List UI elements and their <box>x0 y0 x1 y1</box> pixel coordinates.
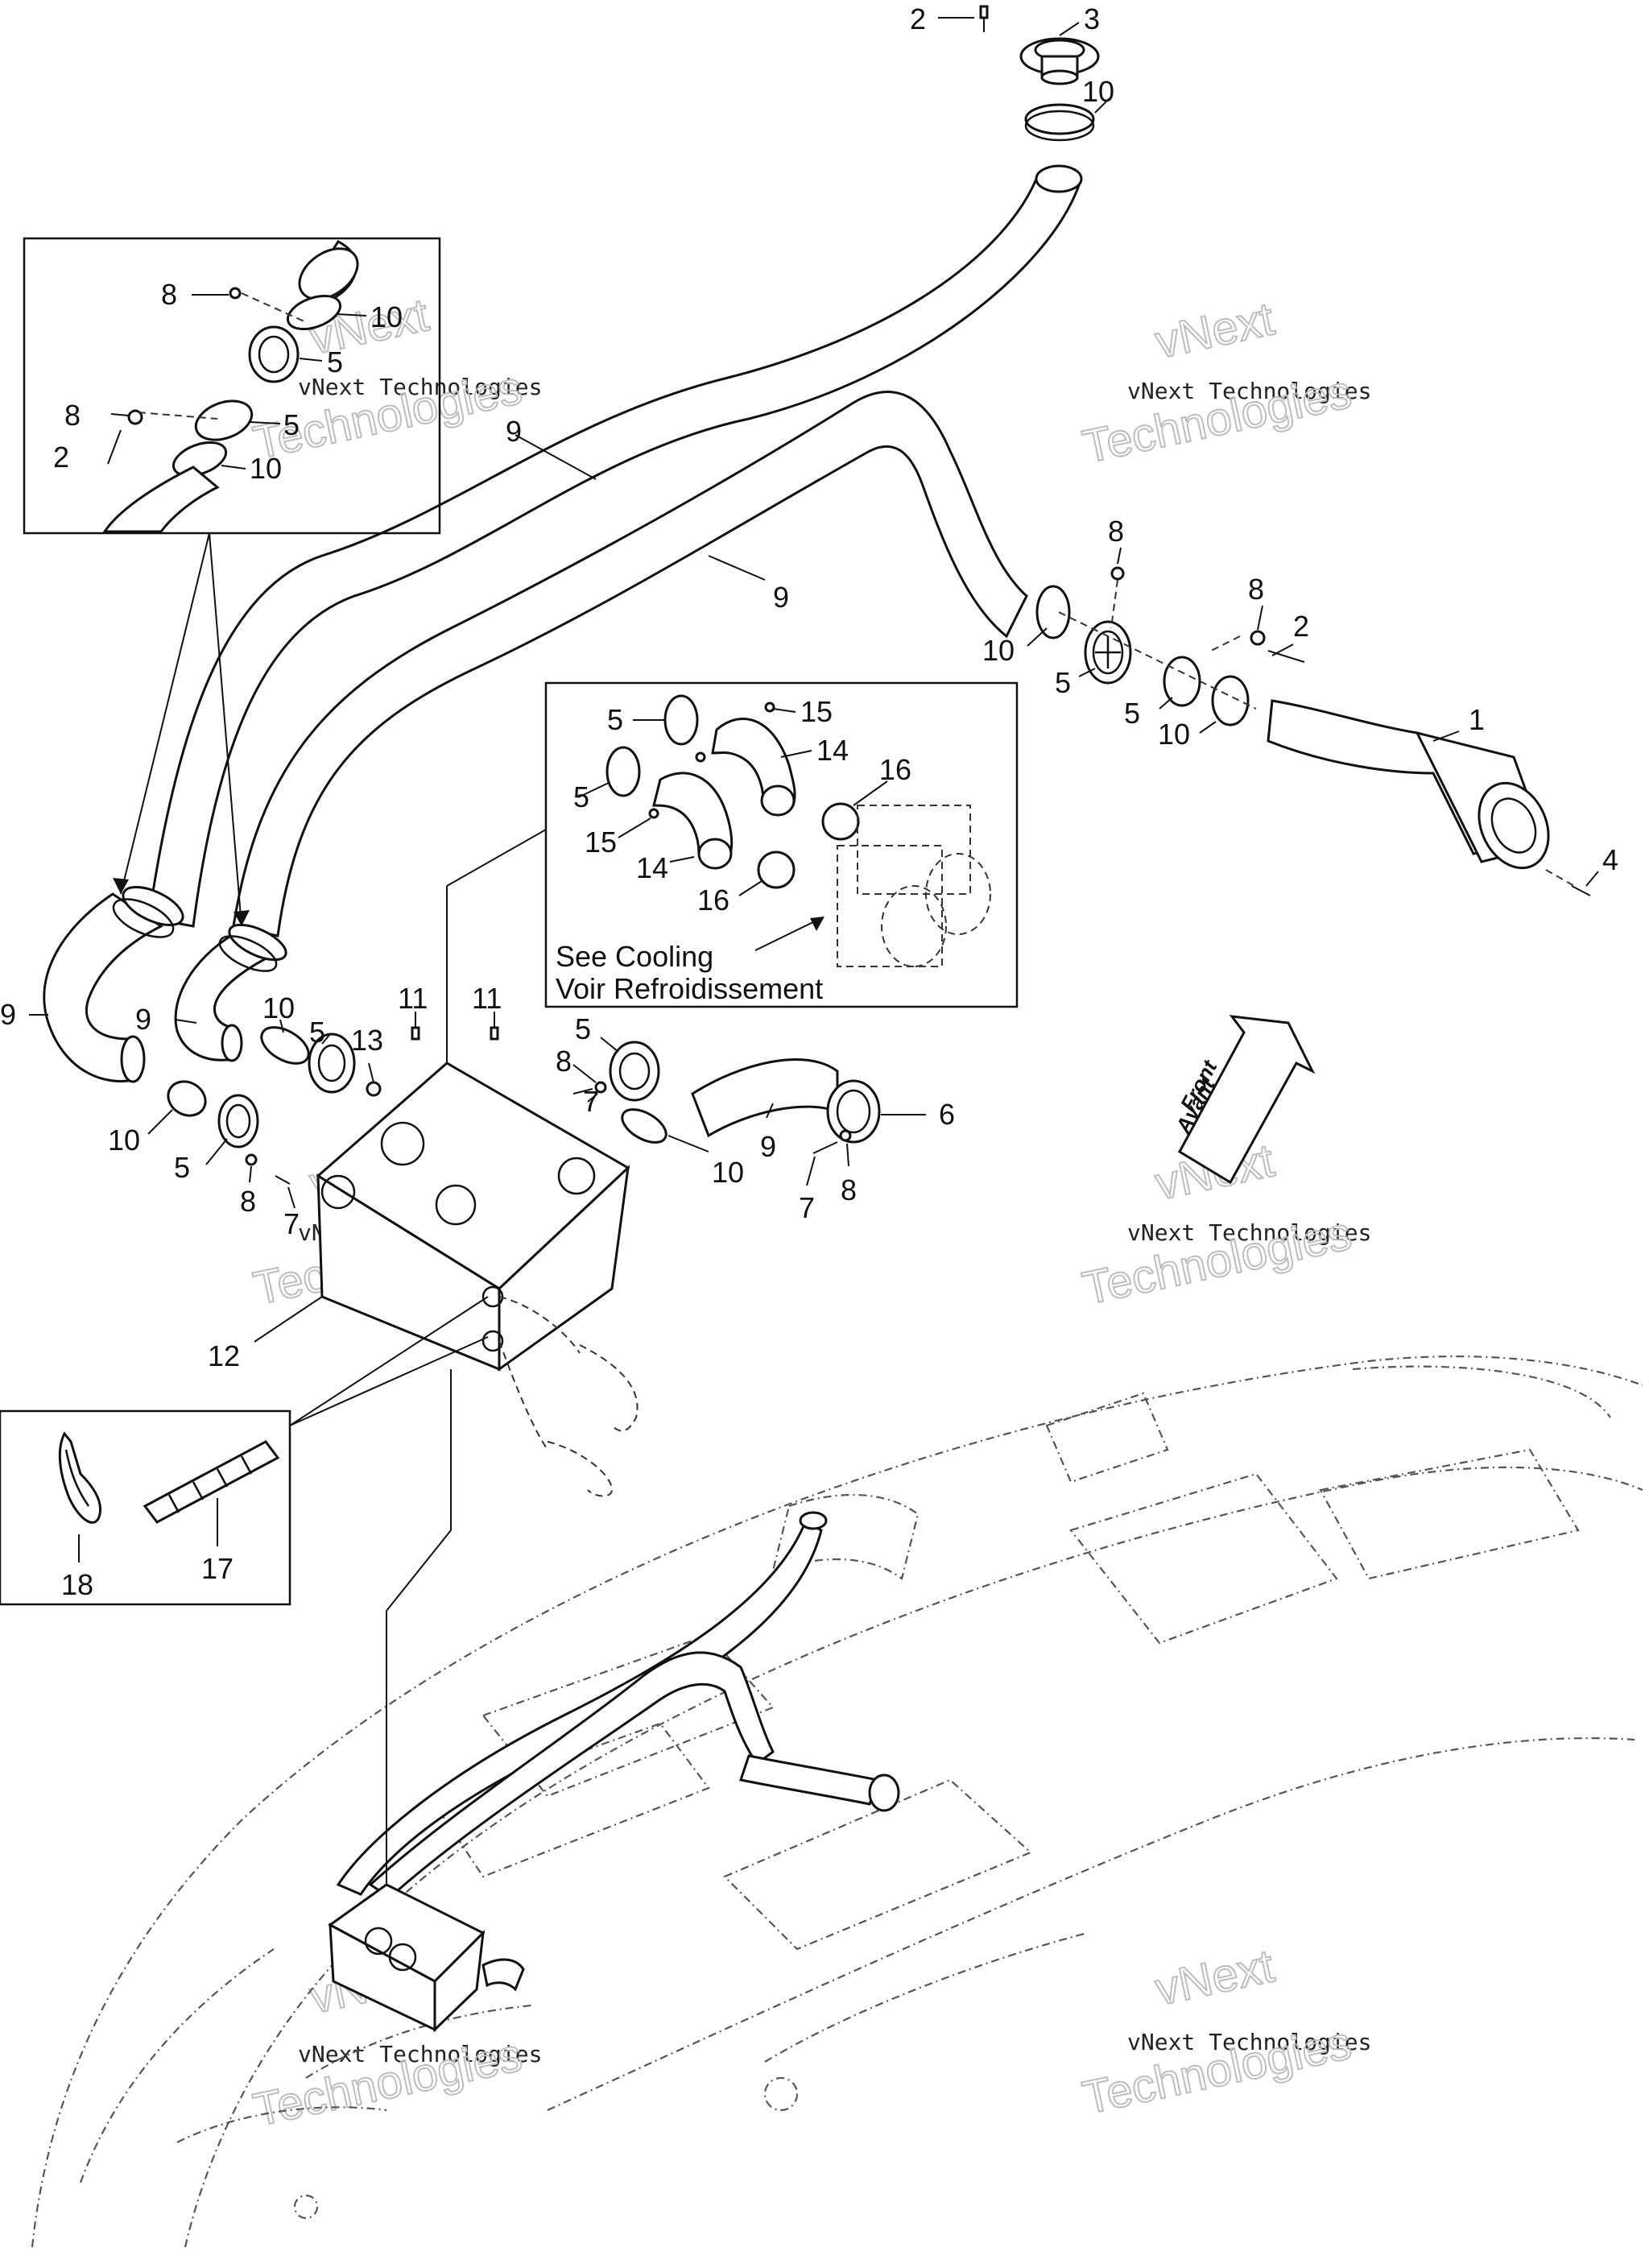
callout-2-inset: 2 <box>53 441 69 474</box>
callout-labels: 2 3 10 8 10 5 8 5 2 10 9 9 8 8 2 10 5 5 … <box>0 2 1618 1601</box>
callout-11-a: 11 <box>398 982 428 1015</box>
boat-hull <box>31 1355 1643 2248</box>
callout-17: 17 <box>201 1552 234 1585</box>
callout-16-cool-b: 16 <box>697 884 729 917</box>
inset-note-line2: Voir Refroidissement <box>556 972 823 1005</box>
callout-1: 1 <box>1469 703 1485 736</box>
callout-5-right-box: 5 <box>575 1012 591 1045</box>
vent-box <box>316 1062 639 1497</box>
callout-5-inset-b: 5 <box>283 408 300 441</box>
callout-4: 4 <box>1602 843 1618 876</box>
callout-10-right-a: 10 <box>982 634 1015 667</box>
callout-14-cool-a: 14 <box>816 734 849 767</box>
inset-cooling: See Cooling Voir Refroidissement <box>440 681 1019 1224</box>
callout-14-cool-b: 14 <box>636 851 668 884</box>
callout-5-cool-a: 5 <box>607 703 623 736</box>
front-direction-arrow: Front Avant <box>1171 1015 1316 1185</box>
callout-5-left-b: 5 <box>174 1151 190 1184</box>
inset-accessories <box>0 1296 489 1606</box>
callout-5-cool-b: 5 <box>573 780 589 813</box>
callout-15-cool-a: 15 <box>800 695 833 728</box>
callout-8-inset: 8 <box>161 278 177 311</box>
callout-15-cool-b: 15 <box>585 826 617 859</box>
watermark-line: vNext Technologies <box>1127 2029 1371 2055</box>
callout-7-right-box: 7 <box>583 1085 599 1118</box>
watermark-line: vNext Technologies <box>298 374 542 400</box>
callout-9-left-a: 9 <box>0 998 16 1031</box>
callout-9-upper: 9 <box>506 415 522 448</box>
callout-8-left: 8 <box>240 1185 256 1218</box>
callout-5-right-b: 5 <box>1124 697 1140 730</box>
callout-10-left-a: 10 <box>262 991 295 1024</box>
callout-5-left-a: 5 <box>309 1016 325 1049</box>
callout-16-cool-a: 16 <box>879 753 911 786</box>
hose-bend-left <box>43 892 277 1083</box>
hose-clamps-left <box>112 886 287 972</box>
callout-7-right-low: 7 <box>799 1191 815 1224</box>
hose-clamp-top <box>1024 103 1095 142</box>
callout-5-inset-a: 5 <box>327 346 343 379</box>
watermark-line: vNext Technologies <box>298 2041 542 2067</box>
callout-8-right-b: 8 <box>1248 573 1264 606</box>
vent-hose-lower <box>232 391 1028 937</box>
watermark-line: vNext Technologies <box>1127 378 1371 404</box>
callout-12: 12 <box>208 1339 240 1372</box>
callout-13: 13 <box>351 1024 383 1057</box>
watermark-bottom-right: vNext vNext Technologies Technologies <box>1077 1939 1371 2125</box>
watermark-brand: vNext <box>1151 1939 1279 2015</box>
watermark-line: vNext Technologies <box>1127 1219 1371 1246</box>
callout-18: 18 <box>61 1568 93 1601</box>
inset-note-line1: See Cooling <box>556 940 713 973</box>
callout-2-top: 2 <box>910 2 926 35</box>
callout-9-left-b: 9 <box>135 1003 151 1036</box>
callout-3: 3 <box>1084 2 1100 35</box>
vent-cap-top <box>979 5 1100 85</box>
callout-9-lower: 9 <box>773 581 789 614</box>
callout-5-right-a: 5 <box>1055 666 1071 699</box>
callout-8-right-box: 8 <box>556 1045 572 1078</box>
callout-9-right-box: 9 <box>760 1130 776 1163</box>
leader-lines <box>29 17 1599 1885</box>
right-assembly <box>1035 566 1591 896</box>
callout-8-right-low: 8 <box>841 1173 857 1206</box>
callout-11-b: 11 <box>472 982 502 1015</box>
watermark-brand: vNext <box>1151 292 1279 368</box>
callout-6: 6 <box>939 1098 955 1131</box>
callout-10-inset-a: 10 <box>370 300 403 333</box>
callout-8-right-a: 8 <box>1108 515 1124 548</box>
vent-box-right-parts <box>572 1041 881 1154</box>
callout-8-inset-b: 8 <box>64 399 81 432</box>
inset-detail-left <box>23 237 441 927</box>
callout-7-left: 7 <box>283 1207 300 1240</box>
watermark-top-right: vNext vNext Technologies Technologies <box>1077 292 1371 474</box>
vent-hose-upper <box>147 164 1083 928</box>
callout-2-right: 2 <box>1293 610 1309 643</box>
callout-10-top: 10 <box>1082 75 1114 108</box>
callout-10-right-box: 10 <box>712 1156 744 1189</box>
callout-10-left-b: 10 <box>108 1124 140 1157</box>
callout-10-inset-b: 10 <box>250 452 282 485</box>
callout-10-right-b: 10 <box>1158 718 1190 751</box>
